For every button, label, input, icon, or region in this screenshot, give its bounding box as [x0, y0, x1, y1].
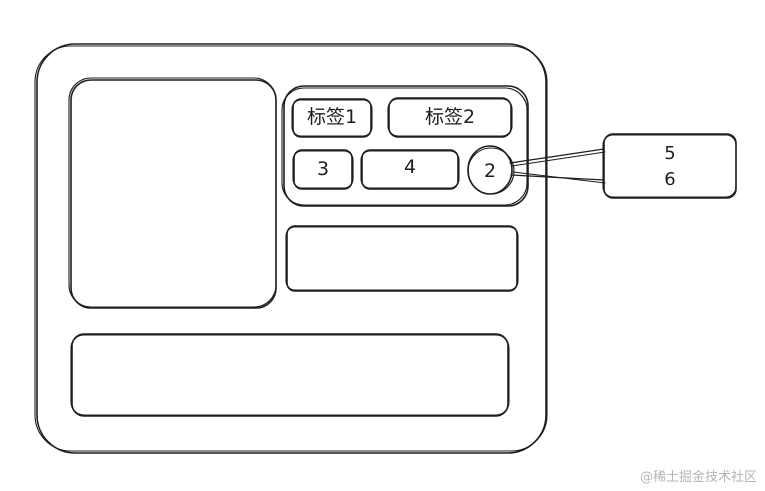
- tag-1-label: 标签1: [306, 106, 358, 128]
- item-4-box: [360, 149, 460, 190]
- image-placeholder: [68, 77, 277, 309]
- popup-connector: [509, 148, 606, 184]
- item-3-label: 3: [316, 158, 330, 180]
- bottom-bar: [70, 333, 510, 417]
- tag-group-container: [281, 85, 529, 207]
- popup-line-2: 6: [664, 169, 676, 190]
- item-4-label: 4: [403, 156, 417, 178]
- right-bar: [285, 225, 519, 292]
- tag-2-label: 标签2: [424, 106, 476, 128]
- item-3-box: [292, 149, 354, 190]
- tag-1-box: [291, 98, 373, 138]
- circle-label: 2: [483, 160, 497, 182]
- popup-box: [602, 133, 737, 199]
- watermark: @稀土掘金技术社区: [639, 470, 757, 485]
- popup-content: 5 6: [604, 141, 736, 193]
- circle-item: [467, 145, 515, 195]
- popup-line-1: 5: [664, 143, 676, 164]
- outer-frame: [34, 43, 548, 454]
- tag-2-box: [387, 97, 513, 138]
